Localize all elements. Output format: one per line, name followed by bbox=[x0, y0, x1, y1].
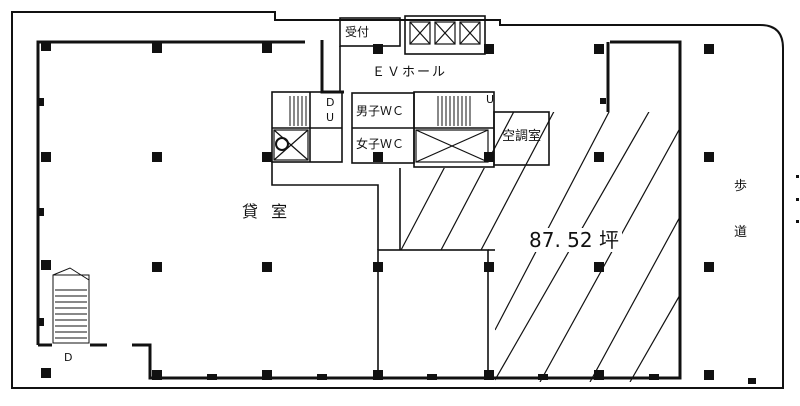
sidewalk-label-1: 歩 bbox=[734, 179, 748, 194]
rental-room-label: 貸 室 bbox=[242, 202, 292, 221]
inner-walls bbox=[36, 40, 682, 380]
building-outline bbox=[11, 11, 784, 389]
men-wc-label: 男子ＷＣ bbox=[356, 104, 405, 118]
ac-room-label: 空調室 bbox=[502, 129, 542, 144]
elevator-shafts bbox=[273, 21, 489, 163]
edge-marks bbox=[796, 175, 799, 223]
stair-bottom-down-label: D bbox=[64, 351, 73, 364]
area-label: 87. 52 坪 bbox=[526, 228, 622, 252]
stair-left bbox=[289, 96, 307, 126]
stair-left-up-label: U bbox=[326, 111, 335, 124]
stairs bbox=[52, 96, 471, 344]
columns bbox=[38, 41, 756, 384]
stair-bottom-left bbox=[52, 267, 90, 344]
ev-hall-label: ＥＶホール bbox=[372, 65, 448, 80]
core-walls bbox=[271, 15, 550, 379]
stair-right-up-label: U bbox=[486, 93, 495, 106]
reception-label: 受付 bbox=[345, 25, 370, 39]
women-wc-label: 女子ＷＣ bbox=[356, 137, 405, 151]
stair-left-down-label: D bbox=[326, 96, 335, 109]
stair-right bbox=[437, 96, 471, 126]
pipe-shaft-symbol bbox=[275, 137, 289, 151]
sidewalk-label-2: 道 bbox=[734, 225, 748, 240]
